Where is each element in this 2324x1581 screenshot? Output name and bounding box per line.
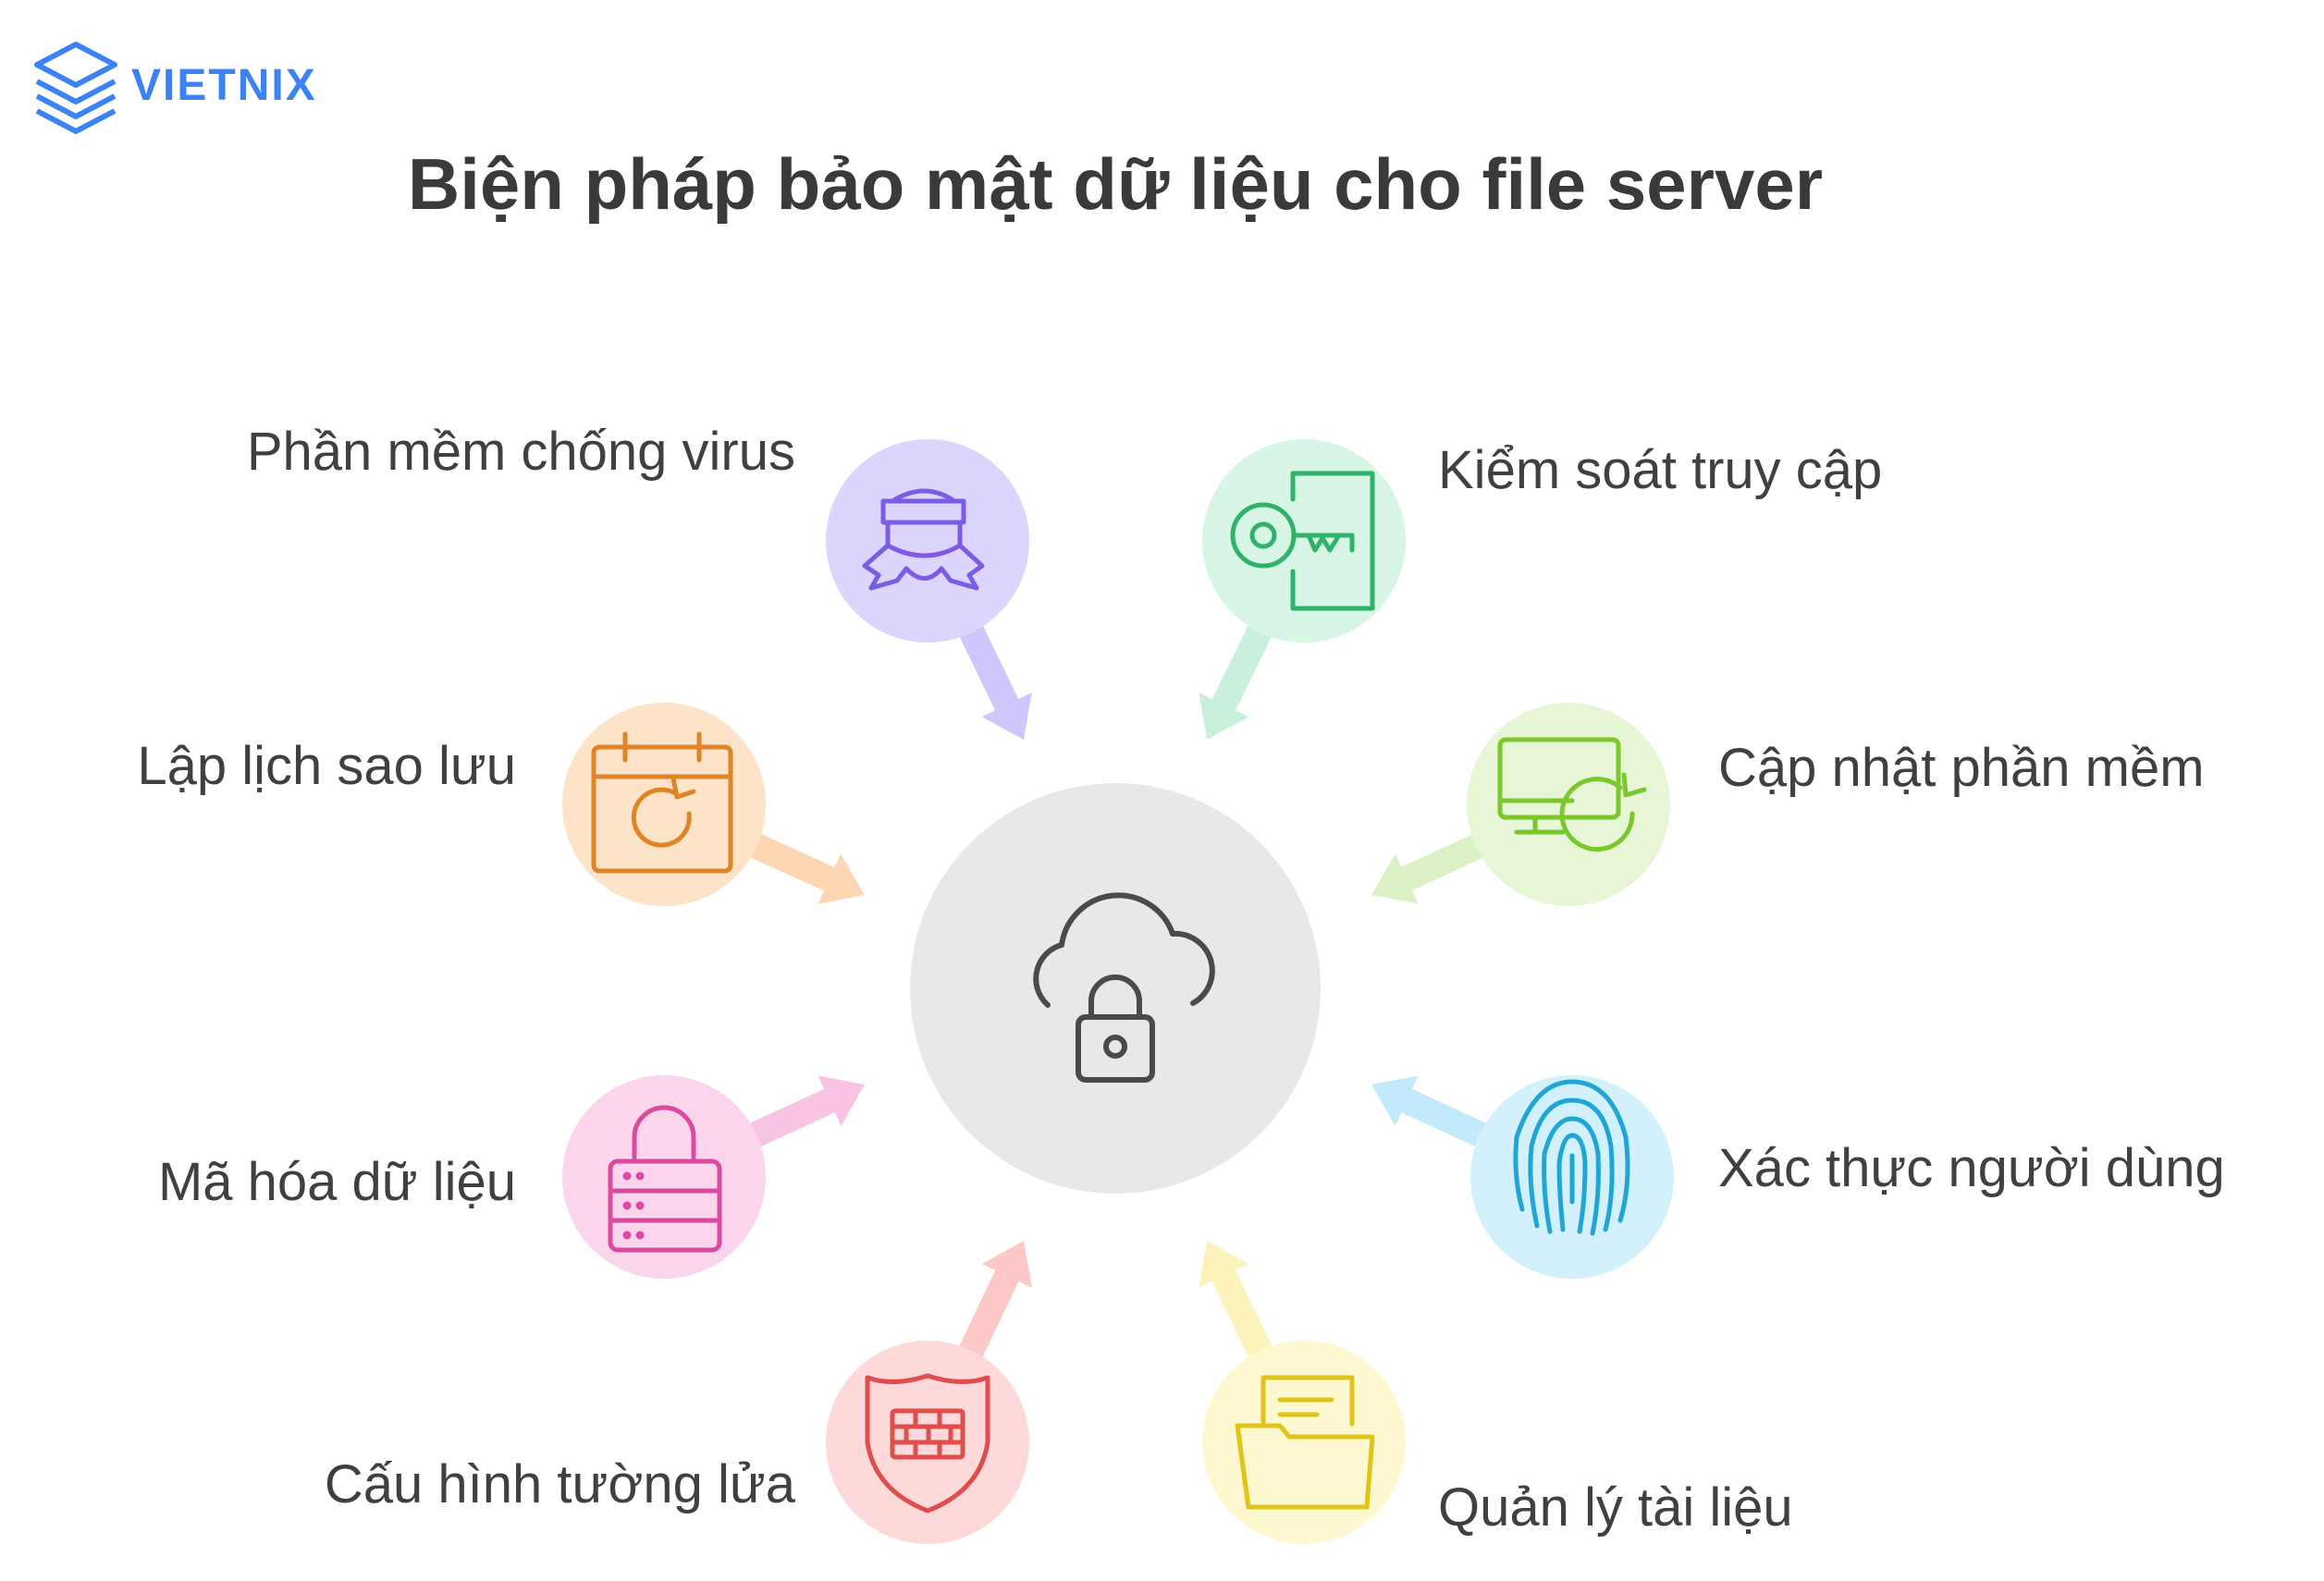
- node-circle-shield-ribbon: [826, 439, 1029, 643]
- node-label: Mã hóa dữ liệu: [158, 1152, 516, 1212]
- arrow-group: [742, 618, 1494, 1365]
- arrow-monitor-refresh: [1371, 831, 1491, 904]
- label-group: Phần mềm chống virus Kiểm soát truy cậpCậ…: [137, 422, 2224, 1538]
- arrow-calendar-refresh: [743, 830, 865, 905]
- node-circle-server-lock: [562, 1075, 766, 1279]
- node-circle-monitor-refresh: [1467, 703, 1670, 906]
- center-circle: [910, 783, 1321, 1194]
- arrow-fingerprint: [1371, 1075, 1494, 1150]
- monitor-refresh-icon: [1497, 737, 1647, 852]
- node-label: Kiểm soát truy cập: [1438, 440, 1882, 500]
- folder-document-icon: [1235, 1375, 1375, 1510]
- page-title: Biện pháp bảo mật dữ liệu cho file serve…: [408, 143, 1823, 225]
- node-label: Phần mềm chống virus: [247, 422, 795, 482]
- door-key-icon: [1230, 471, 1375, 611]
- brand-name: VIETNIX: [131, 61, 317, 110]
- server-lock-icon: [608, 1105, 722, 1253]
- arrow-server-lock: [742, 1075, 865, 1150]
- node-circle-folder-document: [1202, 1341, 1406, 1544]
- brand-logo: VIETNIX: [34, 42, 317, 134]
- node-label: Lập lịch sao lưu: [137, 736, 516, 796]
- node-label: Quản lý tài liệu: [1438, 1477, 1793, 1538]
- arrow-door-key: [1199, 618, 1275, 740]
- arrow-firewall-shield: [955, 1241, 1032, 1365]
- node-label: Cập nhật phần mềm: [1718, 738, 2205, 798]
- shield-ribbon-icon: [862, 488, 985, 591]
- cloud-lock-icon: [1033, 892, 1215, 1083]
- stacked-layers-icon: [34, 42, 117, 134]
- calendar-refresh-icon: [591, 731, 733, 874]
- node-label: Cấu hình tường lửa: [325, 1454, 796, 1514]
- firewall-shield-icon: [865, 1373, 990, 1514]
- arrow-folder-document: [1199, 1241, 1276, 1365]
- arrow-shield-ribbon: [955, 618, 1032, 740]
- center-node: [910, 783, 1321, 1194]
- node-circle-calendar-refresh: [562, 703, 766, 906]
- node-label: Xác thực người dùng: [1718, 1138, 2225, 1198]
- fingerprint-icon: [1513, 1079, 1630, 1236]
- node-circle-door-key: [1202, 439, 1406, 643]
